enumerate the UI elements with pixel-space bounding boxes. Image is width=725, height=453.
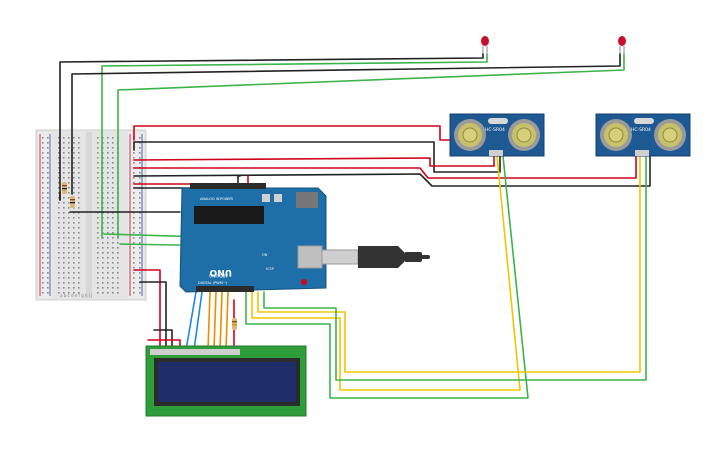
arduino-usb-port [297, 245, 323, 269]
sensor-1-pins [489, 150, 503, 156]
resistor-1 [62, 182, 67, 194]
usb-cable-end [420, 255, 430, 259]
wire-lcd-en [193, 291, 203, 351]
arduino-digital-header [190, 183, 266, 189]
wire-s2-echo [263, 155, 647, 381]
resistor-2 [70, 196, 75, 208]
ultrasonic-sensor-1: HC-SR04 [449, 113, 545, 157]
led-2 [618, 36, 626, 54]
arduino-capacitor-2 [274, 194, 282, 202]
sensor-2-crystal [634, 118, 654, 124]
led-1 [481, 36, 489, 54]
wire-lcd-gnd2 [153, 329, 173, 351]
wire-s2-trig [257, 155, 641, 373]
wire-s1-red2 [133, 155, 495, 167]
led-1-body [481, 36, 489, 46]
arduino-chip [194, 206, 264, 224]
sensor-1-crystal [488, 118, 508, 124]
wire-lcd-vcc [133, 269, 161, 351]
arduino-digital-label: DIGITAL (PWM~) [198, 281, 228, 285]
wire-lcd-gnd [139, 281, 167, 351]
wire-s1-vcc [133, 125, 491, 141]
wire-led2-black [71, 53, 621, 151]
lcd-display [145, 345, 307, 417]
wire-led1-black [59, 53, 484, 201]
arduino-power-label: POWER [220, 197, 234, 201]
resistor-lcd [232, 318, 237, 330]
arduino-reset-button [301, 279, 307, 285]
usb-plug-metal [321, 249, 359, 265]
wire-s1-trig [251, 155, 521, 391]
led-2-body [618, 36, 626, 46]
wire-s1-gnd [133, 141, 501, 173]
wire-lcd-d7 [225, 291, 229, 351]
arduino-capacitor-1 [262, 194, 270, 202]
breadboard: a b c d e f g h i j [35, 129, 147, 301]
sensor-2-label: HC-SR04 [631, 127, 651, 133]
wire-led1-green [101, 53, 488, 239]
arduino-power-jack [296, 192, 318, 208]
wire-lcd-rs [185, 291, 197, 351]
lcd-screen [158, 362, 296, 402]
ultrasonic-sensor-2: HC-SR04 [595, 113, 691, 157]
wires [59, 53, 651, 399]
arduino-model-label: UNO [209, 267, 232, 277]
wire-led2-green [117, 53, 625, 239]
sensor-1-label: HC-SR04 [485, 127, 505, 133]
wire-bb-5v [133, 175, 249, 185]
arduino-analog-header [196, 286, 254, 292]
wire-lcd-d5 [213, 291, 217, 351]
arduino-brand-label: ARDUINO [209, 273, 228, 278]
breadboard-row-letters: a b c d e f g h i j [60, 293, 92, 298]
arduino-analog-label: ANALOG IN [200, 197, 220, 201]
usb-cable [321, 246, 430, 268]
usb-cable-strain [404, 252, 422, 262]
wire-s2-vcc [133, 155, 637, 179]
breadboard-center-channel [86, 132, 92, 298]
arduino-icsp-label: ICSP [266, 267, 274, 271]
wire-lcd-d6 [219, 291, 223, 351]
usb-plug-body [358, 246, 404, 268]
arduino-uno: UNO ARDUINO DIGITAL (PWM~) POWER ANALOG … [179, 183, 327, 293]
arduino-on-label: ON [262, 253, 268, 257]
breadboard-holes [42, 137, 141, 294]
wire-s2-gnd [133, 155, 651, 187]
wire-lcd-d4 [207, 291, 211, 351]
sensor-2-pins [635, 150, 649, 156]
lcd-header [150, 349, 240, 355]
wire-s1-echo [245, 155, 529, 399]
